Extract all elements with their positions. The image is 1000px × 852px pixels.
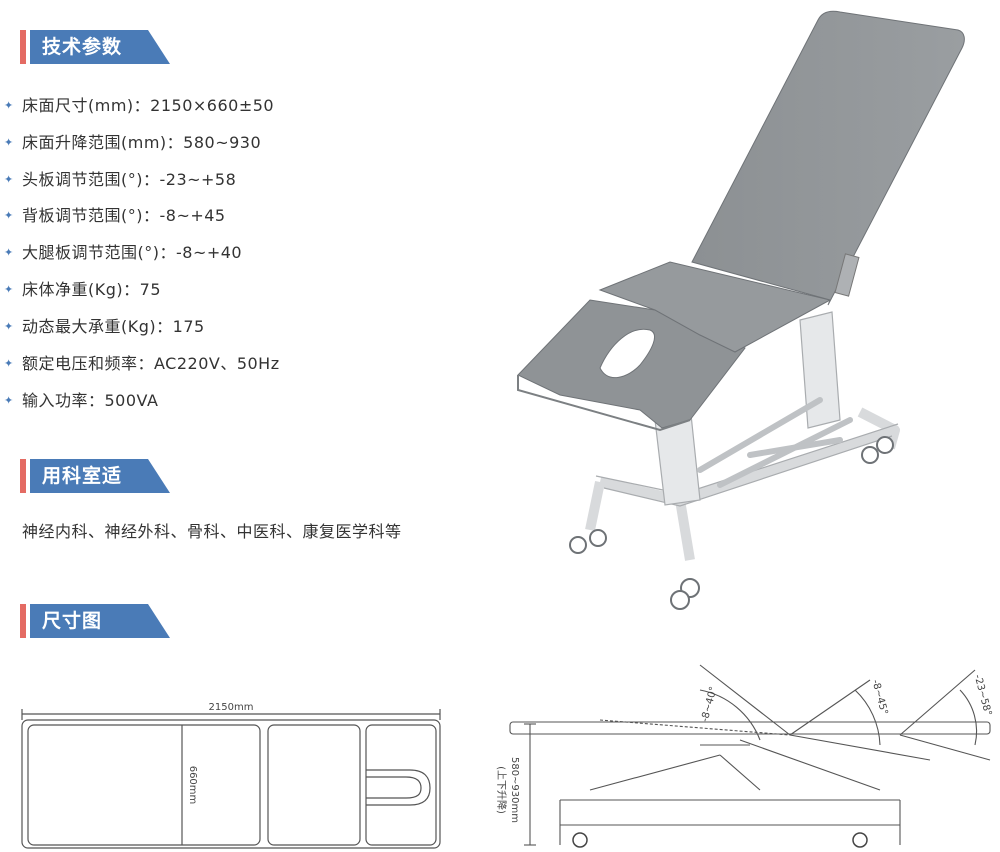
spec-item: ✦头板调节范围(°)：-23~+58 — [4, 165, 484, 195]
angle-label-back: -8~45° — [869, 679, 889, 717]
angle-guide — [599, 719, 791, 736]
section-header-departments: 用科室适 — [20, 459, 170, 493]
table-side-motor — [834, 253, 860, 297]
spec-item: ✦动态最大承重(Kg)：175 — [4, 312, 484, 342]
spec-item: ✦床面升降范围(mm)：580~930 — [4, 128, 484, 158]
spec-item: ✦床体净重(Kg)：75 — [4, 275, 484, 305]
star-bullet-icon: ✦ — [4, 173, 14, 186]
side-view-base — [559, 799, 901, 845]
spec-item: ✦床面尺寸(mm)：2150×660±50 — [4, 91, 484, 121]
departments-text: 神经内科、神经外科、骨科、中医科、康复医学科等 — [22, 522, 402, 541]
side-view-caster — [572, 832, 588, 848]
section-header-dimensions: 尺寸图 — [20, 604, 170, 638]
star-bullet-icon: ✦ — [4, 209, 14, 222]
spec-item: ✦输入功率：500VA — [4, 386, 484, 416]
star-bullet-icon: ✦ — [4, 136, 14, 149]
star-bullet-icon: ✦ — [4, 246, 14, 259]
top-view-u-cut — [366, 769, 431, 806]
spec-item: ✦背板调节范围(°)：-8~+45 — [4, 201, 484, 231]
side-view-board — [509, 721, 991, 735]
angle-guide — [899, 734, 991, 761]
star-bullet-icon: ✦ — [4, 283, 14, 296]
section-header-accent — [20, 604, 26, 638]
top-view-middle-section — [267, 724, 361, 846]
caster-wheels — [569, 436, 894, 610]
top-view-head-section — [27, 724, 261, 846]
section-header-accent — [20, 30, 26, 64]
section-header-ribbon — [30, 30, 170, 64]
angle-guide — [789, 679, 871, 736]
table-lift-links — [697, 397, 853, 488]
table-lift-column-rear — [799, 311, 841, 429]
table-thigh-board — [598, 261, 832, 353]
section-header-ribbon — [30, 459, 170, 493]
section-title-departments: 用科室适 — [42, 465, 123, 487]
angle-label-thigh: -8~40° — [700, 686, 720, 724]
angle-arc — [699, 689, 761, 741]
table-seat-cut — [599, 328, 655, 379]
table-base-outline — [595, 423, 899, 507]
table-back-board — [691, 10, 965, 306]
section-header-specs: 技术参数 — [20, 30, 170, 64]
height-range-label: 580~930mm — [509, 757, 520, 823]
star-bullet-icon: ✦ — [4, 357, 14, 370]
star-bullet-icon: ✦ — [4, 320, 14, 333]
angle-guide — [899, 669, 976, 736]
angle-label-head: -23~58° — [972, 673, 994, 717]
section-title-specs: 技术参数 — [42, 36, 123, 58]
top-view-foot-section — [365, 724, 437, 846]
spec-item: ✦额定电压和频率：AC220V、50Hz — [4, 349, 484, 379]
table-lift-column — [654, 404, 701, 506]
table-top-outline — [21, 719, 441, 849]
length-dimension-label: 2150mm — [209, 702, 254, 713]
spec-item: ✦大腿板调节范围(°)：-8~+40 — [4, 238, 484, 268]
side-view-lift — [589, 739, 881, 791]
section-header-accent — [20, 459, 26, 493]
section-header-ribbon — [30, 604, 170, 638]
width-dimension-label: 660mm — [187, 766, 198, 805]
angle-arc — [854, 689, 881, 746]
top-view-u-cut-inner — [366, 776, 422, 799]
table-board-edge — [517, 375, 691, 432]
section-title-dimensions: 尺寸图 — [42, 610, 103, 632]
table-base-frame — [585, 407, 900, 561]
star-bullet-icon: ✦ — [4, 99, 14, 112]
angle-guide — [699, 664, 791, 736]
angle-guide — [789, 734, 931, 761]
side-view-caster — [852, 832, 868, 848]
angle-arc — [959, 689, 978, 746]
star-bullet-icon: ✦ — [4, 394, 14, 407]
table-seat-board — [517, 299, 746, 429]
height-note-label: (上下升降) — [495, 766, 508, 814]
